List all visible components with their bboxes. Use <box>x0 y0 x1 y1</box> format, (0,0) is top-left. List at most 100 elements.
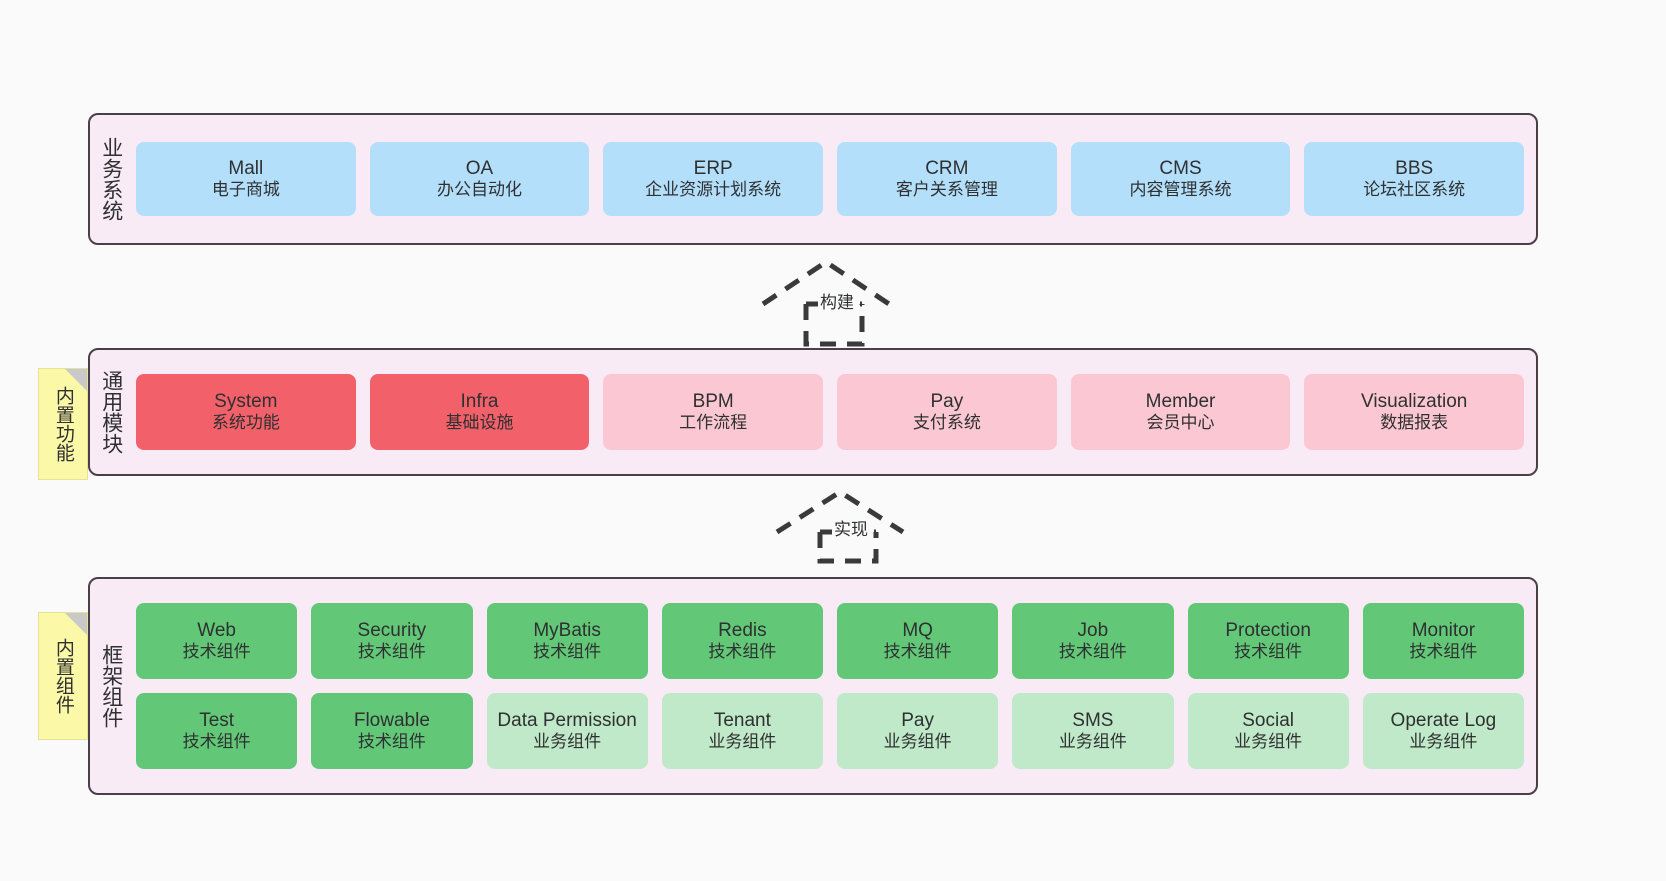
card-flowable[interactable]: Flowable 技术组件 <box>311 693 473 769</box>
layer-body-framework-component: Web 技术组件 Security 技术组件 MyBatis 技术组件 Redi… <box>132 579 1536 793</box>
card-title: Monitor <box>1411 620 1476 642</box>
note-label: 内置功能 <box>52 386 74 462</box>
card-member[interactable]: Member 会员中心 <box>1070 374 1291 450</box>
card-title: Test <box>199 710 235 732</box>
card-subtitle: 业务组件 <box>533 732 602 752</box>
card-title: Redis <box>718 620 767 642</box>
layer-label-framework-component: 框架组件 <box>99 644 123 728</box>
card-subtitle: 技术组件 <box>182 732 251 752</box>
card-row: System 系统功能 Infra 基础设施 BPM 工作流程 Pay 支付系统… <box>136 374 1525 450</box>
card-web[interactable]: Web 技术组件 <box>136 603 298 679</box>
card-subtitle: 电子商城 <box>211 180 280 200</box>
card-title: Job <box>1077 620 1109 642</box>
card-title: System <box>214 391 278 413</box>
card-title: Member <box>1145 391 1216 413</box>
layer-body-common-module: System 系统功能 Infra 基础设施 BPM 工作流程 Pay 支付系统… <box>132 350 1536 474</box>
card-subtitle: 技术组件 <box>1409 642 1478 662</box>
card-title: BBS <box>1395 158 1434 180</box>
card-title: SMS <box>1072 710 1114 732</box>
card-title: Social <box>1242 710 1294 732</box>
card-subtitle: 客户关系管理 <box>895 180 998 200</box>
card-title: Web <box>197 620 236 642</box>
arrow-label-implement: 实现 <box>832 520 870 539</box>
card-subtitle: 数据报表 <box>1380 413 1449 433</box>
card-subtitle: 论坛社区系统 <box>1363 180 1466 200</box>
card-subtitle: 业务组件 <box>708 732 777 752</box>
card-operate-log[interactable]: Operate Log 业务组件 <box>1362 693 1524 769</box>
card-title: OA <box>465 158 494 180</box>
card-tenant[interactable]: Tenant 业务组件 <box>661 693 823 769</box>
card-title: Flowable <box>353 710 430 732</box>
card-mq[interactable]: MQ 技术组件 <box>837 603 999 679</box>
card-row: Mall 电子商城 OA 办公自动化 ERP 企业资源计划系统 CRM 客户关系… <box>136 142 1525 216</box>
card-bbs[interactable]: BBS 论坛社区系统 <box>1304 142 1525 216</box>
card-subtitle: 业务组件 <box>1409 732 1478 752</box>
card-title: Security <box>357 620 427 642</box>
card-pay[interactable]: Pay 支付系统 <box>837 374 1057 450</box>
card-subtitle: 办公自动化 <box>437 180 522 200</box>
card-mybatis[interactable]: MyBatis 技术组件 <box>486 603 648 679</box>
card-title: Pay <box>930 391 964 413</box>
card-title: BPM <box>692 391 734 413</box>
card-title: CRM <box>925 158 969 180</box>
note-label: 内置组件 <box>52 638 74 714</box>
note-builtin-component: 内置组件 <box>38 612 88 740</box>
card-title: Infra <box>460 391 499 413</box>
card-subtitle: 业务组件 <box>1058 732 1127 752</box>
card-security[interactable]: Security 技术组件 <box>311 603 473 679</box>
note-builtin-feature: 内置功能 <box>38 368 88 480</box>
card-title: Visualization <box>1361 391 1468 413</box>
layer-label-common-module: 通用模块 <box>99 370 123 454</box>
card-pay-business[interactable]: Pay 业务组件 <box>837 693 999 769</box>
card-row: Test 技术组件 Flowable 技术组件 Data Permission … <box>136 693 1524 769</box>
card-job[interactable]: Job 技术组件 <box>1012 603 1174 679</box>
card-subtitle: 基础设施 <box>445 413 514 433</box>
card-title: Pay <box>901 710 934 732</box>
card-subtitle: 技术组件 <box>708 642 777 662</box>
card-test[interactable]: Test 技术组件 <box>136 693 298 769</box>
card-title: Operate Log <box>1390 710 1497 732</box>
card-data-permission[interactable]: Data Permission 业务组件 <box>486 693 648 769</box>
card-erp[interactable]: ERP 企业资源计划系统 <box>603 142 824 216</box>
layer-framework-component: 框架组件 Web 技术组件 Security 技术组件 MyBatis 技术组件… <box>88 577 1538 795</box>
card-social[interactable]: Social 业务组件 <box>1187 693 1349 769</box>
generalization-arrow-implement: 实现 <box>772 487 922 564</box>
card-title: MQ <box>902 620 933 642</box>
card-subtitle: 技术组件 <box>357 732 426 752</box>
card-subtitle: 技术组件 <box>1234 642 1303 662</box>
card-subtitle: 技术组件 <box>182 642 251 662</box>
generalization-arrow-build: 构建 <box>758 256 908 347</box>
card-title: Tenant <box>713 710 771 732</box>
layer-business-system: 业务系统 Mall 电子商城 OA 办公自动化 ERP 企业资源计划系统 CRM… <box>88 113 1538 245</box>
card-bpm[interactable]: BPM 工作流程 <box>603 374 824 450</box>
arrow-label-build: 构建 <box>818 293 856 312</box>
card-subtitle: 支付系统 <box>912 413 981 433</box>
card-subtitle: 企业资源计划系统 <box>645 180 782 200</box>
card-subtitle: 业务组件 <box>1234 732 1303 752</box>
card-oa[interactable]: OA 办公自动化 <box>369 142 590 216</box>
card-subtitle: 会员中心 <box>1146 413 1215 433</box>
card-title: ERP <box>693 158 733 180</box>
layer-common-module: 通用模块 System 系统功能 Infra 基础设施 BPM 工作流程 Pay… <box>88 348 1538 476</box>
card-visualization[interactable]: Visualization 数据报表 <box>1304 374 1525 450</box>
card-title: Protection <box>1225 620 1311 642</box>
card-infra[interactable]: Infra 基础设施 <box>369 374 590 450</box>
card-mall[interactable]: Mall 电子商城 <box>136 142 356 216</box>
card-title: CMS <box>1159 158 1202 180</box>
card-system[interactable]: System 系统功能 <box>136 374 356 450</box>
card-title: MyBatis <box>533 620 601 642</box>
layer-body-business-system: Mall 电子商城 OA 办公自动化 ERP 企业资源计划系统 CRM 客户关系… <box>132 115 1536 243</box>
card-subtitle: 系统功能 <box>211 413 280 433</box>
layer-label-business-system: 业务系统 <box>99 137 123 221</box>
card-title: Data Permission <box>497 710 637 732</box>
card-subtitle: 技术组件 <box>1058 642 1127 662</box>
card-subtitle: 技术组件 <box>533 642 602 662</box>
card-sms[interactable]: SMS 业务组件 <box>1012 693 1174 769</box>
card-cms[interactable]: CMS 内容管理系统 <box>1070 142 1291 216</box>
card-redis[interactable]: Redis 技术组件 <box>661 603 823 679</box>
card-subtitle: 技术组件 <box>357 642 426 662</box>
card-monitor[interactable]: Monitor 技术组件 <box>1362 603 1524 679</box>
card-protection[interactable]: Protection 技术组件 <box>1187 603 1349 679</box>
card-crm[interactable]: CRM 客户关系管理 <box>837 142 1057 216</box>
card-subtitle: 技术组件 <box>883 642 952 662</box>
